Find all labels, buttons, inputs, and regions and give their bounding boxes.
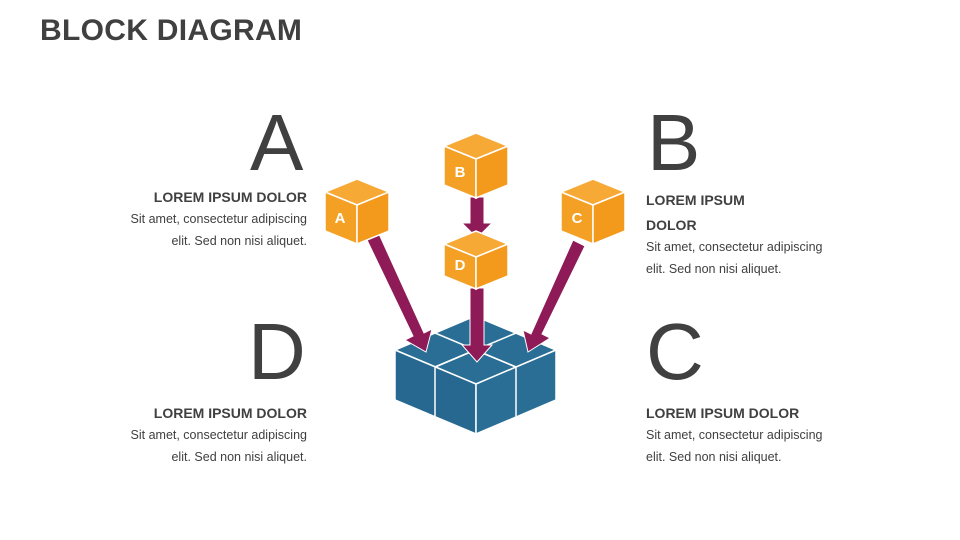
- arrow-c-to-base: [522, 239, 586, 353]
- cube-c: C: [559, 178, 627, 246]
- cube-d-label: D: [455, 257, 466, 274]
- section-c-letter: C: [646, 307, 704, 396]
- arrow-b-to-d: [460, 196, 494, 239]
- section-c-text-line1: Sit amet, consectetur adipiscing: [646, 428, 823, 442]
- page-title: BLOCK DIAGRAM: [40, 14, 303, 47]
- section-d-letter: D: [248, 307, 306, 396]
- section-c-text-line2: elit. Sed non nisi aliquet.: [646, 450, 782, 464]
- section-a-text-line2: elit. Sed non nisi aliquet.: [171, 234, 307, 248]
- section-b-text-line1: Sit amet, consectetur adipiscing: [646, 240, 823, 254]
- section-b-heading-line2: DOLOR: [646, 217, 697, 233]
- section-c-heading: LOREM IPSUM DOLOR: [646, 405, 800, 421]
- section-d-text-line1: Sit amet, consectetur adipiscing: [130, 428, 307, 442]
- section-b-heading-line1: LOREM IPSUM: [646, 192, 745, 208]
- cube-d: D: [442, 230, 510, 291]
- cube-c-label: C: [572, 210, 583, 227]
- cube-b: B: [442, 132, 510, 200]
- section-b-letter: B: [647, 98, 701, 187]
- cube-a-label: A: [335, 210, 346, 227]
- cube-b-label: B: [455, 164, 466, 181]
- cube-a: A: [323, 178, 391, 246]
- section-b-text-line2: elit. Sed non nisi aliquet.: [646, 262, 782, 276]
- section-d-heading: LOREM IPSUM DOLOR: [153, 405, 307, 421]
- section-a-heading: LOREM IPSUM DOLOR: [153, 189, 307, 205]
- section-a-letter: A: [250, 98, 304, 187]
- section-a-text-line1: Sit amet, consectetur adipiscing: [130, 212, 307, 226]
- section-d-text-line2: elit. Sed non nisi aliquet.: [171, 450, 307, 464]
- arrow-a-to-base: [366, 233, 433, 353]
- arrow-d-to-base: [460, 287, 494, 363]
